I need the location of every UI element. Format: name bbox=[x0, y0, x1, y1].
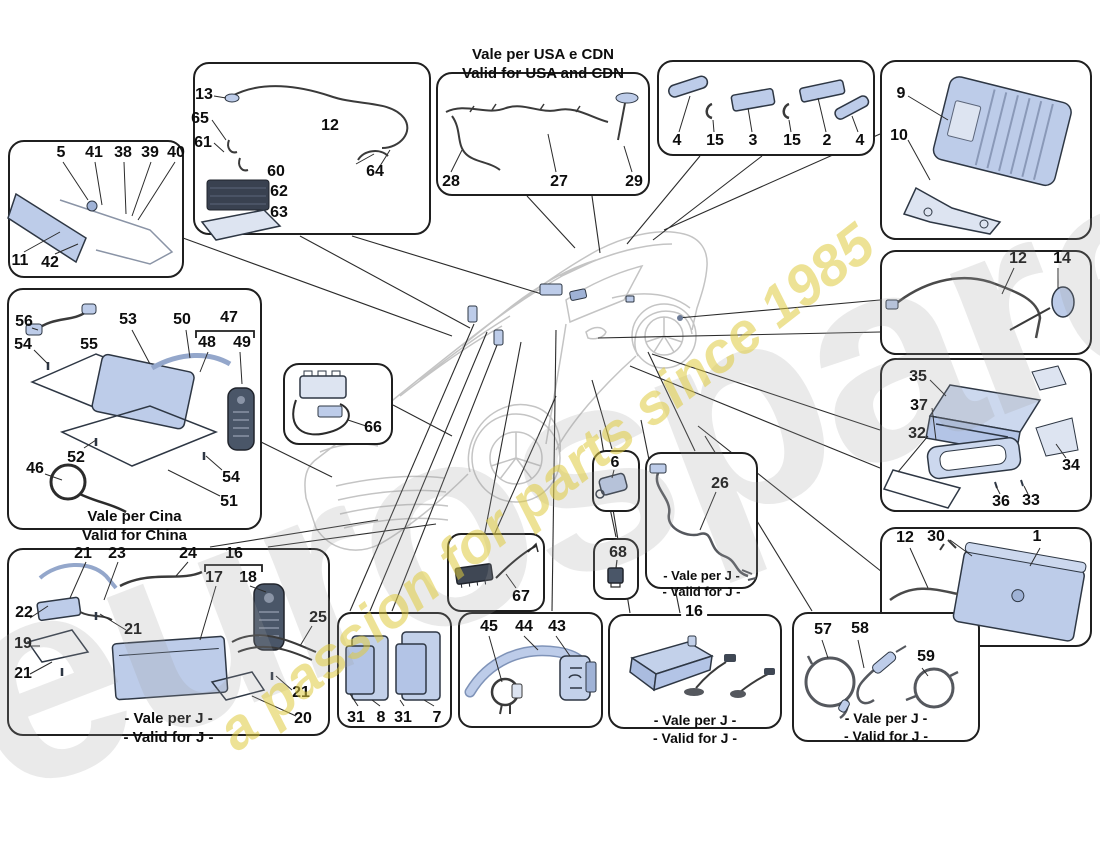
caption-usa-line1: Vale per USA e CDN bbox=[472, 46, 614, 63]
box-module67 bbox=[447, 533, 545, 612]
caption-japan-kit: - Vale per J - - Valid for J - bbox=[7, 710, 330, 748]
box-tuner bbox=[193, 62, 431, 235]
caption-japan-kit-line2: - Valid for J - bbox=[123, 728, 214, 746]
caption-japan-module16: - Vale per J - - Valid for J - bbox=[608, 712, 782, 747]
caption-japan-coils-line2: - Valid for J - bbox=[843, 727, 928, 744]
caption-japan-cable-line1: - Vale per J - bbox=[663, 568, 740, 583]
box-china-kit bbox=[7, 288, 262, 530]
caption-japan-module16-line1: - Vale per J - bbox=[653, 712, 737, 728]
caption-japan-coils-line1: - Vale per J - bbox=[844, 710, 928, 726]
box-connector bbox=[593, 538, 639, 600]
box-cluster-harness bbox=[283, 363, 393, 445]
box-usa-harness bbox=[436, 72, 650, 196]
box-roof-cable bbox=[880, 250, 1092, 355]
caption-usa: Vale per USA e CDN Valid for USA and CDN bbox=[436, 46, 650, 84]
box-display bbox=[8, 140, 184, 278]
caption-usa-line2: Valid for USA and CDN bbox=[462, 64, 624, 82]
caption-japan-kit-line1: - Vale per J - bbox=[124, 710, 213, 727]
caption-japan-coils: - Vale per J - - Valid for J - bbox=[792, 710, 980, 745]
caption-japan-cable: - Vale per J - - Valid for J - bbox=[645, 568, 758, 601]
box-antennas bbox=[657, 60, 875, 156]
box-japan-kit bbox=[7, 548, 330, 736]
box-key-fob bbox=[592, 450, 640, 512]
box-head-unit bbox=[880, 358, 1092, 512]
caption-japan-module16-line2: - Valid for J - bbox=[652, 729, 737, 746]
caption-china-line2: Valid for China bbox=[81, 526, 187, 544]
caption-china-line1: Vale per Cina bbox=[87, 508, 182, 525]
box-control-modules bbox=[337, 612, 452, 728]
car-mounted-parts bbox=[467, 283, 683, 346]
caption-japan-cable-line2: - Valid for J - bbox=[662, 584, 741, 600]
caption-china: Vale per Cina Valid for China bbox=[7, 508, 262, 546]
box-aerial-tube bbox=[458, 612, 603, 728]
box-amplifier bbox=[880, 60, 1092, 240]
parts-diagram-canvas: Vale per USA e CDN Valid for USA and CDN… bbox=[0, 37, 1100, 856]
